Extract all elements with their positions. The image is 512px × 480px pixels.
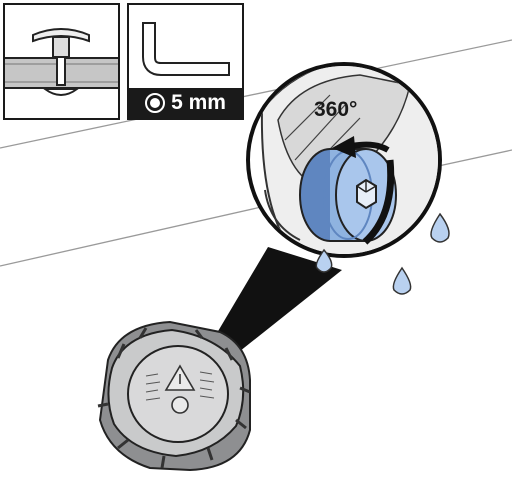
water-drop-icon [392, 266, 412, 295]
rotation-label: 360° [314, 98, 358, 121]
hex-key-icon [142, 22, 230, 76]
water-drop-icon [430, 212, 450, 243]
drain-cap [299, 148, 397, 242]
rotate-counterclockwise-icon [332, 136, 395, 245]
valve-handwheel-icon [5, 28, 118, 96]
drain-knob [97, 320, 251, 472]
tool-size-label: 5 mm [129, 88, 242, 118]
hex-size-icon [145, 93, 166, 113]
valve-panel [3, 3, 120, 120]
hex-socket-icon [356, 178, 377, 210]
water-drop-icon [315, 248, 333, 273]
tool-size-text: 5 mm [171, 91, 226, 114]
tool-panel: 5 mm [127, 3, 244, 120]
magnified-view [246, 62, 442, 258]
water-drops [315, 212, 450, 295]
